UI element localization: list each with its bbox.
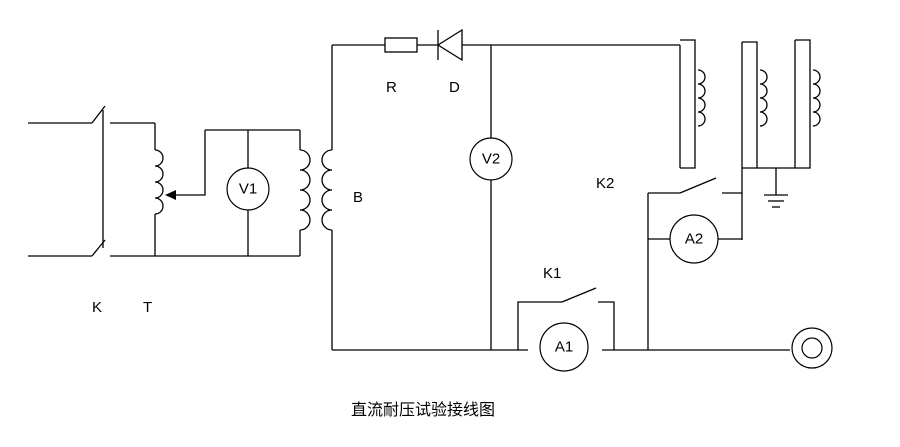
label-d: D [449,79,460,96]
resistor-r [384,37,418,53]
test-object [679,39,821,240]
label-k: K [92,299,102,316]
meter-label-a2: A2 [685,231,703,248]
voltmeter-v2: V2 [469,137,513,181]
ground-icon [764,194,788,208]
meter-label-v1: V1 [239,181,257,198]
voltmeter-v1: V1 [226,167,270,211]
autotransformer-t [154,123,206,256]
label-k1: K1 [543,265,561,282]
label-b: B [353,189,363,206]
label-t: T [143,299,152,316]
top-rail [332,28,680,350]
primary-loop [205,129,301,256]
diagram-caption: 直流耐压试验接线图 [351,400,495,419]
terminal-icon [791,327,833,369]
ammeter-a2: A2 [669,214,719,264]
label-k2: K2 [596,175,614,192]
wiper-arrow-icon [165,190,176,200]
label-r: R [386,79,397,96]
switch-k2 [647,177,742,350]
switch-k [28,105,300,257]
meter-label-a1: A1 [555,339,573,356]
diode-d [436,28,463,62]
ammeter-a1: A1 [539,322,589,372]
transformer-b [299,45,333,350]
meter-label-v2: V2 [482,151,500,168]
switch-k1 [332,287,790,351]
